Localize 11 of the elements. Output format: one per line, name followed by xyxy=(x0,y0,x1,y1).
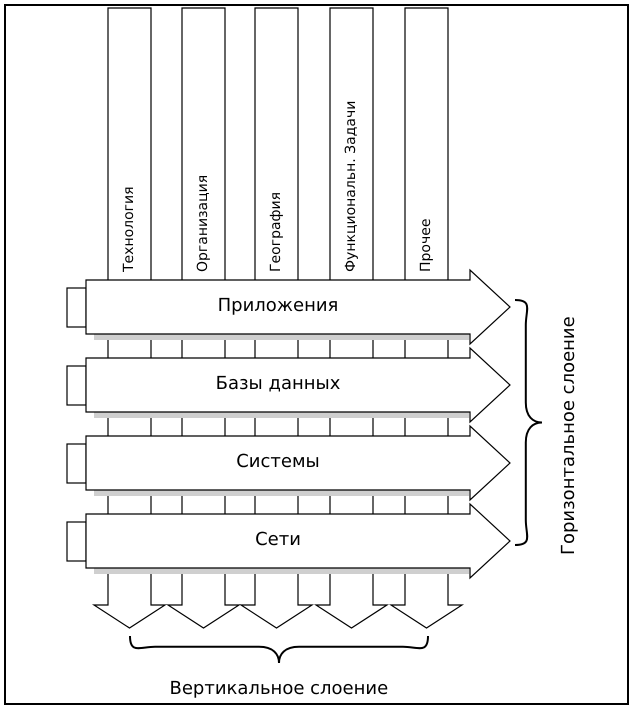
brace-label: Горизонтальное слоение xyxy=(558,316,579,554)
row-label: Приложения xyxy=(216,295,340,316)
row-label: Базы данных xyxy=(214,373,342,394)
row-label: Сети xyxy=(254,529,302,550)
column-label: Прочее xyxy=(418,218,434,272)
column-label: Функциональн. Задачи xyxy=(342,100,358,272)
column-label: Технология xyxy=(120,186,136,272)
brace-label: Вертикальное слоение xyxy=(170,678,388,699)
column-label: Организация xyxy=(194,174,210,272)
row-label: Системы xyxy=(235,451,321,472)
column-label: География xyxy=(268,192,284,272)
